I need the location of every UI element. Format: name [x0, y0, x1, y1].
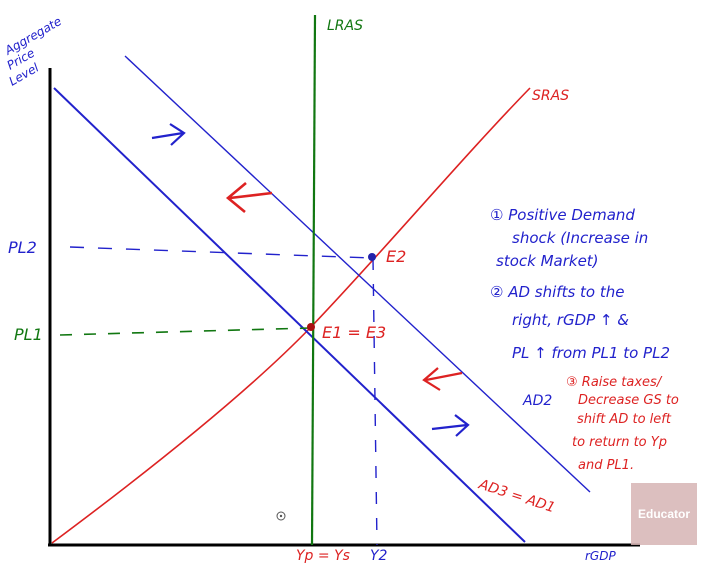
- ad2-label: AD2: [522, 393, 552, 409]
- pl2-label: PL2: [8, 238, 37, 257]
- note2-line2: right, rGDP ↑ &: [512, 311, 629, 329]
- x-axis-label: rGDP: [585, 549, 616, 563]
- note1-line3: stock Market): [496, 252, 599, 270]
- educator-watermark: Educator: [631, 483, 697, 545]
- e1-point: [307, 323, 315, 331]
- y2-label: Y2: [370, 548, 388, 563]
- note3-line4: to return to Yp: [572, 435, 667, 450]
- note3-line3: shift AD to left: [577, 412, 672, 427]
- right-arrow-icon: [151, 123, 186, 146]
- yp-ys-label: Yp = Ys: [296, 548, 350, 563]
- lras-label: LRAS: [327, 18, 363, 34]
- pl2-dashed-line: [69, 246, 373, 259]
- cursor-icon: [276, 511, 286, 521]
- ad2-curve: [124, 55, 591, 493]
- note3-line2: Decrease GS to: [578, 393, 679, 408]
- pl1-label: PL1: [14, 325, 43, 344]
- left-arrow-icon: [225, 182, 273, 214]
- cursor-dot-icon: [279, 514, 283, 518]
- sras-label: SRAS: [532, 88, 569, 104]
- note3-line1: ③ Raise taxes/: [566, 375, 663, 390]
- lras-line: [310, 14, 317, 546]
- note3-line5: and PL1.: [578, 458, 634, 473]
- right-arrow-icon-2: [431, 414, 470, 437]
- ad3-ad1-label: AD3 = AD1: [476, 476, 557, 516]
- e2-label: E2: [386, 247, 406, 266]
- pl1-dashed-line: [59, 327, 311, 336]
- y2-dashed-line: [372, 257, 378, 546]
- left-arrow-icon-2: [422, 367, 463, 391]
- ad1-curve: [53, 87, 526, 543]
- e1-e3-label: E1 = E3: [322, 323, 386, 342]
- e2-point: [368, 253, 376, 261]
- note2-line1: ② AD shifts to the: [490, 283, 624, 301]
- note1-line2: shock (Increase in: [512, 229, 648, 247]
- note2-line3: PL ↑ from PL1 to PL2: [512, 344, 670, 362]
- note1-line1: ① Positive Demand: [490, 206, 635, 224]
